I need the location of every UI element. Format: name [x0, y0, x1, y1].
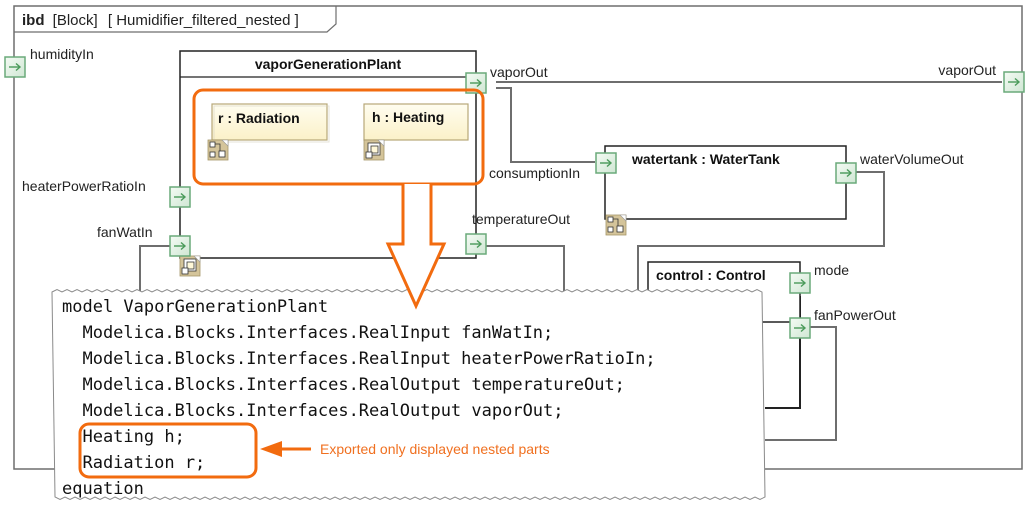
- frame-type: [Block]: [53, 12, 98, 29]
- port-heaterpowerratioin-label: heaterPowerRatioIn: [22, 178, 146, 194]
- code-line: Modelica.Blocks.Interfaces.RealOutput te…: [62, 375, 625, 395]
- connectors: [139, 81, 1002, 441]
- code-line: model VaporGenerationPlant: [62, 297, 328, 317]
- connector-fanwat[interactable]: [139, 245, 170, 296]
- annotation-text: Exported only displayed nested parts: [320, 441, 550, 457]
- port-fanwatin-label: fanWatIn: [97, 224, 153, 240]
- watertank-block[interactable]: watertank : WaterTank: [604, 145, 847, 236]
- code-panel-background: [51, 288, 766, 501]
- part-heating[interactable]: h : Heating: [363, 103, 469, 161]
- port-consumption-label: consumptionIn: [489, 165, 580, 181]
- boundary-port-vaporout-label: vaporOut: [938, 62, 996, 78]
- connector-fanpower[interactable]: [765, 326, 837, 441]
- code-line: equation: [62, 479, 144, 499]
- code-line: Heating h;: [62, 427, 185, 447]
- code-line: Modelica.Blocks.Interfaces.RealOutput va…: [62, 401, 564, 421]
- port-heaterpowerratioin[interactable]: [169, 186, 191, 208]
- connector-consumption[interactable]: [496, 87, 595, 163]
- part-radiation[interactable]: r : Radiation: [207, 103, 330, 161]
- code-panel: model VaporGenerationPlant Modelica.Bloc…: [51, 288, 766, 501]
- port-fanpowerout-label: fanPowerOut: [814, 307, 896, 323]
- watertank-structure-icon: [605, 214, 627, 236]
- boundary-port-humidityin-label: humidityIn: [30, 46, 94, 62]
- port-temperatureout[interactable]: [465, 233, 487, 255]
- boundary-port-vaporout[interactable]: [1003, 71, 1025, 93]
- watertank-name: watertank : WaterTank: [631, 151, 780, 167]
- part-heating-label: h : Heating: [372, 109, 444, 125]
- control-name: control : Control: [656, 267, 766, 283]
- boundary-port-humidityin[interactable]: [4, 56, 26, 78]
- code-line: Radiation r;: [62, 453, 205, 473]
- nested-block-icon: [363, 139, 385, 161]
- port-fanwatin[interactable]: [169, 235, 191, 257]
- code-lines: model VaporGenerationPlant Modelica.Bloc…: [62, 297, 656, 499]
- port-watertank-consumptionin[interactable]: [595, 152, 617, 174]
- port-vaporout-inner-label: vaporOut: [490, 64, 548, 80]
- port-watervolumeout-label: waterVolumeOut: [859, 151, 964, 167]
- connector-temperature[interactable]: [486, 245, 565, 296]
- connector-watervolume[interactable]: [637, 171, 885, 296]
- frame-kind: ibd: [22, 12, 45, 29]
- port-mode[interactable]: [789, 272, 811, 294]
- parts-highlight: [192, 88, 485, 186]
- export-arrow: [385, 184, 447, 310]
- port-temperatureout-label: temperatureOut: [472, 211, 570, 227]
- internal-structure-icon: [207, 139, 229, 161]
- block-nested-icon: [179, 255, 201, 277]
- code-line: Modelica.Blocks.Interfaces.RealInput hea…: [62, 349, 656, 369]
- vapor-generation-plant-name: vaporGenerationPlant: [255, 56, 402, 72]
- code-highlight: [78, 422, 258, 479]
- frame-name: [ Humidifier_filtered_nested ]: [108, 12, 299, 29]
- port-mode-label: mode: [814, 262, 849, 278]
- port-watervolumeout[interactable]: [835, 162, 857, 184]
- annotation-arrow: [260, 441, 311, 457]
- port-fanpowerout[interactable]: [789, 317, 811, 339]
- code-line: Modelica.Blocks.Interfaces.RealInput fan…: [62, 323, 553, 343]
- frame-title: ibd [Block] [ Humidifier_filtered_nested…: [22, 12, 299, 29]
- part-radiation-label: r : Radiation: [218, 110, 300, 126]
